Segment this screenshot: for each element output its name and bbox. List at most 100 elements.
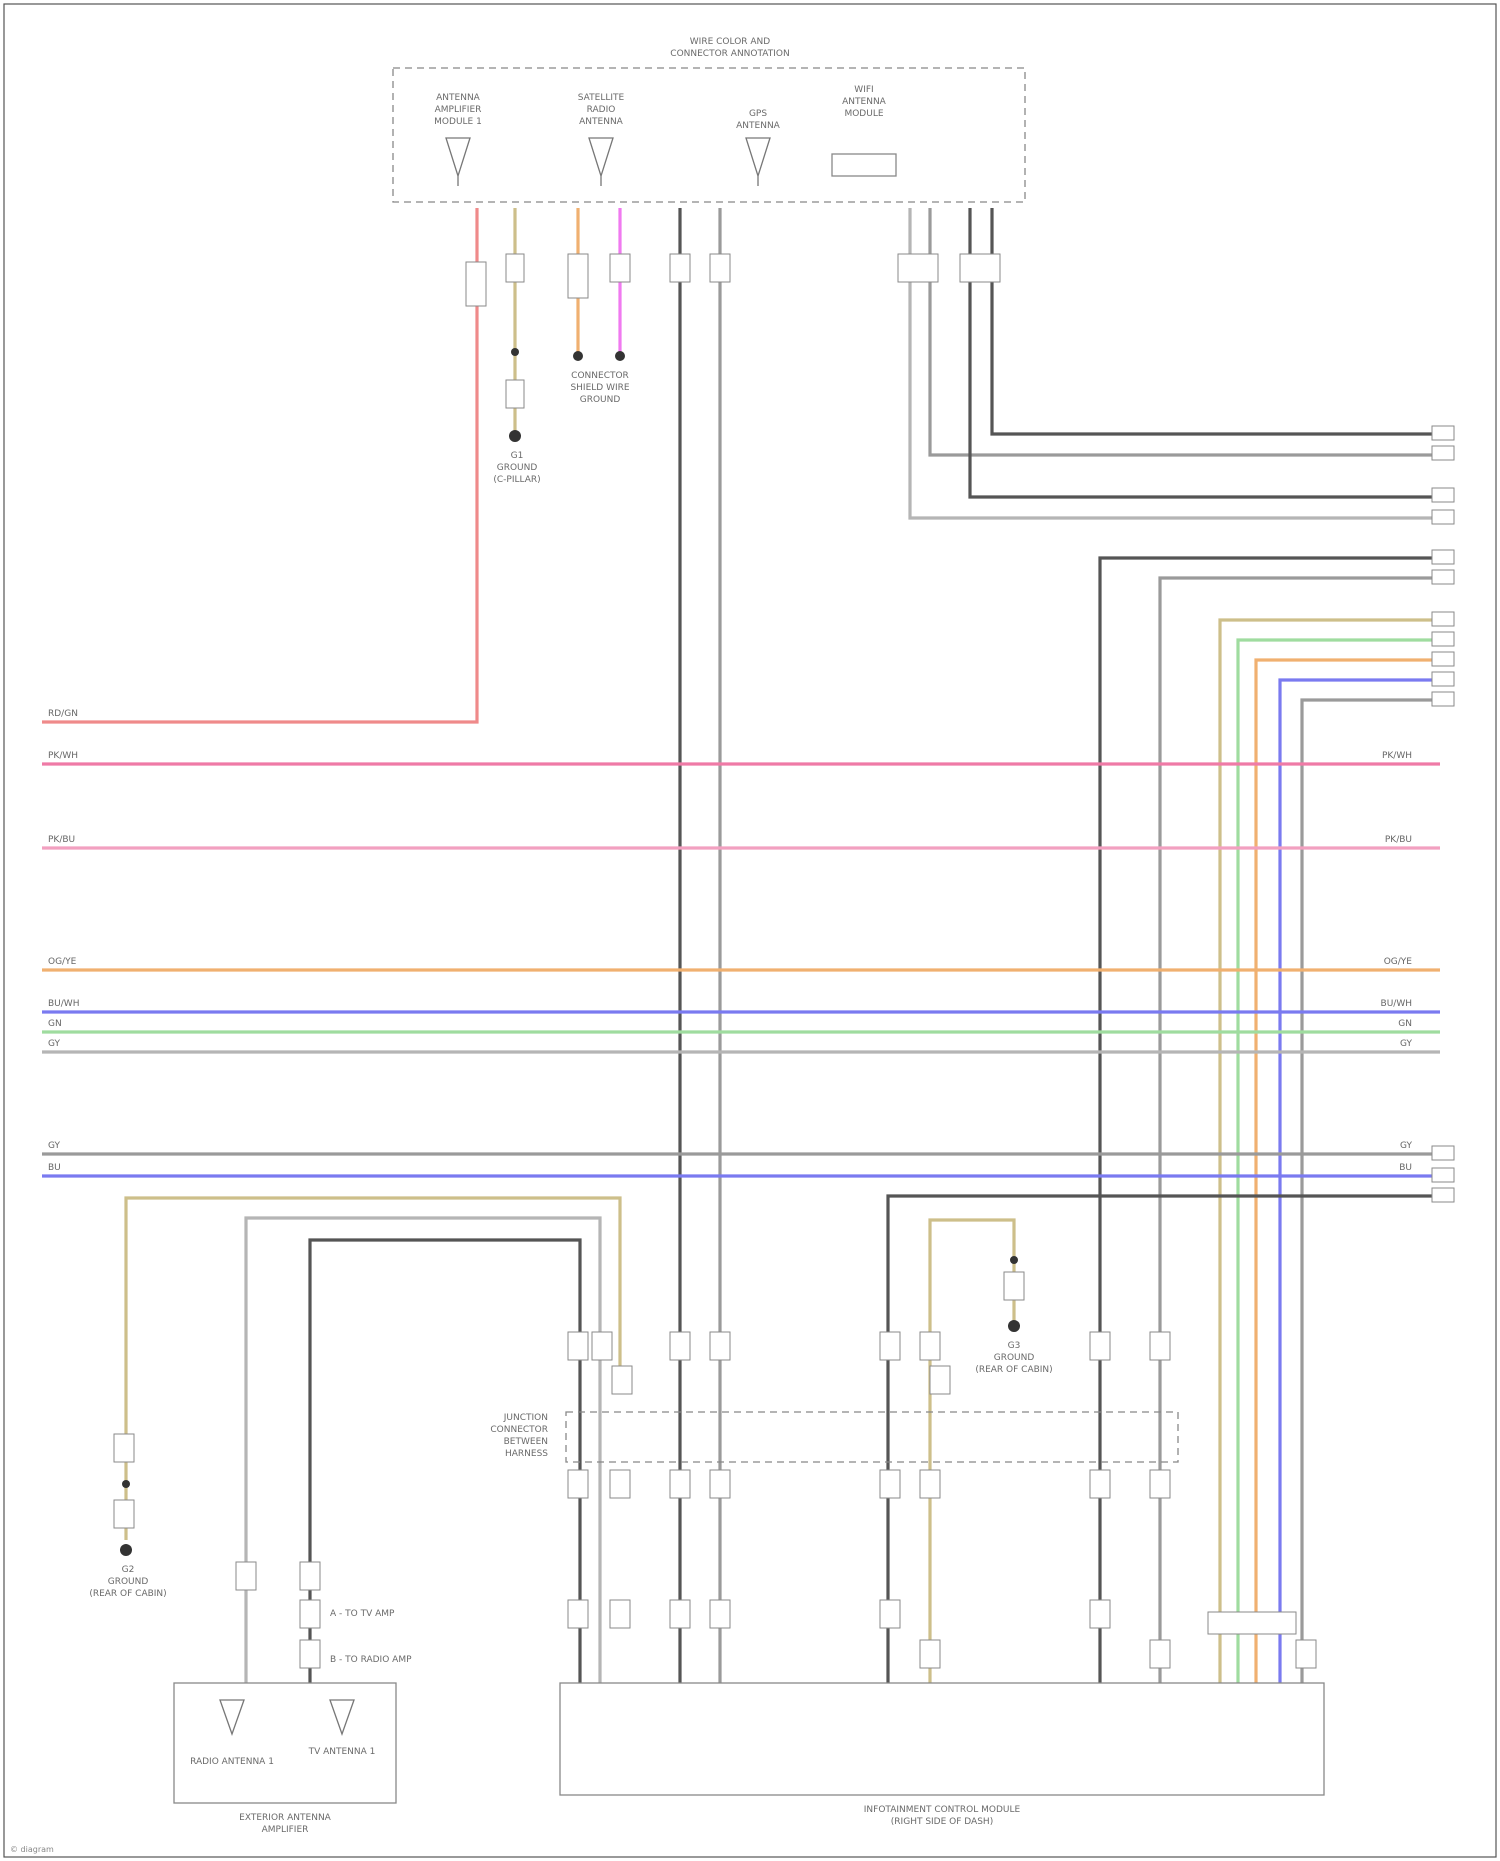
connector-stub <box>960 254 1000 282</box>
ground-dot-g1 <box>509 430 521 442</box>
bottom-left-module: RADIO ANTENNA 1 TV ANTENNA 1 EXTERIOR AN… <box>174 1683 396 1835</box>
wire-blue-bundle <box>1280 680 1440 1683</box>
g2-line-3: (REAR OF CABIN) <box>89 1589 166 1599</box>
wire-dark-r <box>888 1196 1440 1683</box>
wire-code-green-r: GN <box>1398 1019 1412 1029</box>
wire-gray-r6 <box>1160 578 1440 1683</box>
connector-stub <box>506 380 524 408</box>
ground-points <box>120 348 1020 1556</box>
connector-stub <box>506 254 524 282</box>
footer-note: © diagram <box>10 1845 54 1854</box>
top-module-title-2: CONNECTOR ANNOTATION <box>670 49 789 59</box>
bottom-right-box <box>560 1683 1324 1795</box>
wire-code-pink-light-r: PK/BU <box>1385 835 1412 845</box>
antenna-icon <box>220 1700 244 1734</box>
bottom-right-caption-1: INFOTAINMENT CONTROL MODULE <box>864 1805 1021 1815</box>
wire-code-gray2: GY <box>48 1141 61 1151</box>
junction-connector: JUNCTION CONNECTOR BETWEEN HARNESS <box>490 1412 1178 1462</box>
g2-line-1: G2 <box>122 1565 135 1575</box>
connector-stub <box>670 254 690 282</box>
antenna-icon <box>589 138 613 186</box>
wire-gray-r4 <box>992 208 1440 434</box>
wire-code-orange-r: OG/YE <box>1384 957 1413 967</box>
note-b: B - TO RADIO AMP <box>330 1655 412 1665</box>
connector-stub <box>610 254 630 282</box>
wire-code-blue-r: BU/WH <box>1381 999 1412 1009</box>
top-module-box <box>393 68 1025 202</box>
wire-gray-r5 <box>1100 558 1440 1683</box>
wire-code-blue2-r: BU <box>1399 1163 1412 1173</box>
sub1-label-2: AMPLIFIER <box>435 105 482 115</box>
module-icon <box>832 154 896 176</box>
wire-code-blue: BU/WH <box>48 999 79 1009</box>
antenna-icon <box>746 138 770 186</box>
antenna-icon <box>446 138 470 186</box>
sub3-label-2: ANTENNA <box>736 121 781 131</box>
connector-stub <box>466 262 486 306</box>
wire-code-green: GN <box>48 1019 62 1029</box>
sub2-label-1: SATELLITE <box>578 93 625 103</box>
top-module-title-1: WIRE COLOR AND <box>690 37 771 47</box>
wire-gray-r2 <box>930 208 1440 455</box>
sub2-label-3: ANTENNA <box>579 117 624 127</box>
wire-green-bundle <box>1238 640 1440 1683</box>
sub1-label-3: MODULE 1 <box>434 117 482 127</box>
sub2-label-2: RADIO <box>587 105 616 115</box>
wire-code-pink: PK/WH <box>48 751 78 761</box>
g1-line-3: (C-PILLAR) <box>493 475 540 485</box>
sub4-label-2: ANTENNA <box>842 97 887 107</box>
g1-line-2: GROUND <box>497 463 538 473</box>
bottom-left-box <box>174 1683 396 1803</box>
bottom-right-caption-2: (RIGHT SIDE OF DASH) <box>891 1817 993 1827</box>
bottom-left-caption-1: EXTERIOR ANTENNA <box>239 1813 332 1823</box>
wire-code-gray-r: GY <box>1400 1039 1413 1049</box>
g3-line-2: GROUND <box>994 1353 1035 1363</box>
shield-line-3: GROUND <box>580 395 621 405</box>
top-module: WIRE COLOR AND CONNECTOR ANNOTATION ANTE… <box>393 37 1025 202</box>
wire-tan-bundle <box>1220 620 1440 1683</box>
g1-line-1: G1 <box>511 451 524 461</box>
tv-antenna-label: TV ANTENNA 1 <box>308 1747 376 1757</box>
ground-dot-g3 <box>1008 1320 1020 1332</box>
radio-antenna-label: RADIO ANTENNA 1 <box>190 1757 274 1767</box>
sub4-label-3: MODULE <box>844 109 883 119</box>
bottom-left-caption-2: AMPLIFIER <box>262 1825 309 1835</box>
wire-code-blue2: BU <box>48 1163 61 1173</box>
connectors <box>114 254 1454 1668</box>
connector-stub <box>568 254 588 298</box>
wire-code-labels: RD/GN PK/WH PK/WH PK/BU PK/BU OG/YE OG/Y… <box>48 709 1412 1173</box>
sub1-label-1: ANTENNA <box>436 93 481 103</box>
sub3-label-1: GPS <box>749 109 767 119</box>
wire-code-pink-light: PK/BU <box>48 835 75 845</box>
bottom-right-module: INFOTAINMENT CONTROL MODULE (RIGHT SIDE … <box>560 1683 1324 1827</box>
wire-code-pink-r: PK/WH <box>1382 751 1412 761</box>
note-a: A - TO TV AMP <box>330 1609 395 1619</box>
shield-line-1: CONNECTOR <box>571 371 629 381</box>
connector-stub <box>898 254 938 282</box>
right-pin-markers <box>1432 426 1454 1202</box>
wire-code-red: RD/GN <box>48 709 78 719</box>
connector-stub <box>710 254 730 282</box>
antenna-icon <box>330 1700 354 1734</box>
junction-label-3: BETWEEN <box>504 1437 548 1447</box>
g2-line-2: GROUND <box>108 1577 149 1587</box>
g3-line-3: (REAR OF CABIN) <box>975 1365 1052 1375</box>
ground-labels: G1 GROUND (C-PILLAR) CONNECTOR SHIELD WI… <box>89 371 1052 1599</box>
sub4-label-1: WIFI <box>854 85 873 95</box>
wire-orange-bundle <box>1256 660 1440 1683</box>
junction-label-4: HARNESS <box>505 1449 548 1459</box>
wire-tan-g3 <box>930 1220 1014 1683</box>
shield-line-2: SHIELD WIRE <box>570 383 629 393</box>
wire-red-top <box>42 208 477 722</box>
wire-code-gray: GY <box>48 1039 61 1049</box>
diagram-frame <box>4 4 1496 1857</box>
junction-label-2: CONNECTOR <box>490 1425 548 1435</box>
junction-label-1: JUNCTION <box>503 1413 548 1423</box>
wire-code-gray2-r: GY <box>1400 1141 1413 1151</box>
g3-line-1: G3 <box>1008 1341 1021 1351</box>
junction-box <box>566 1412 1178 1462</box>
wire-code-orange: OG/YE <box>48 957 77 967</box>
ground-dot-g2 <box>120 1544 132 1556</box>
wire-tan-bl <box>126 1198 620 1540</box>
